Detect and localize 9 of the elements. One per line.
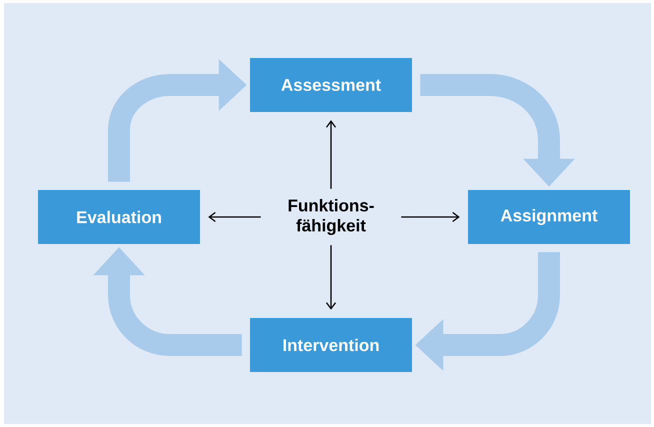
process-box: Assessment (250, 58, 412, 112)
arrow (326, 120, 336, 189)
arrow (208, 212, 261, 222)
arrow (326, 245, 336, 310)
process-box: Evaluation (38, 190, 200, 244)
process-box: Intervention (250, 318, 412, 372)
process-box: Assignment (468, 190, 630, 244)
center-label: Funktions- fähigkeit (288, 199, 374, 235)
arrow (401, 212, 460, 222)
